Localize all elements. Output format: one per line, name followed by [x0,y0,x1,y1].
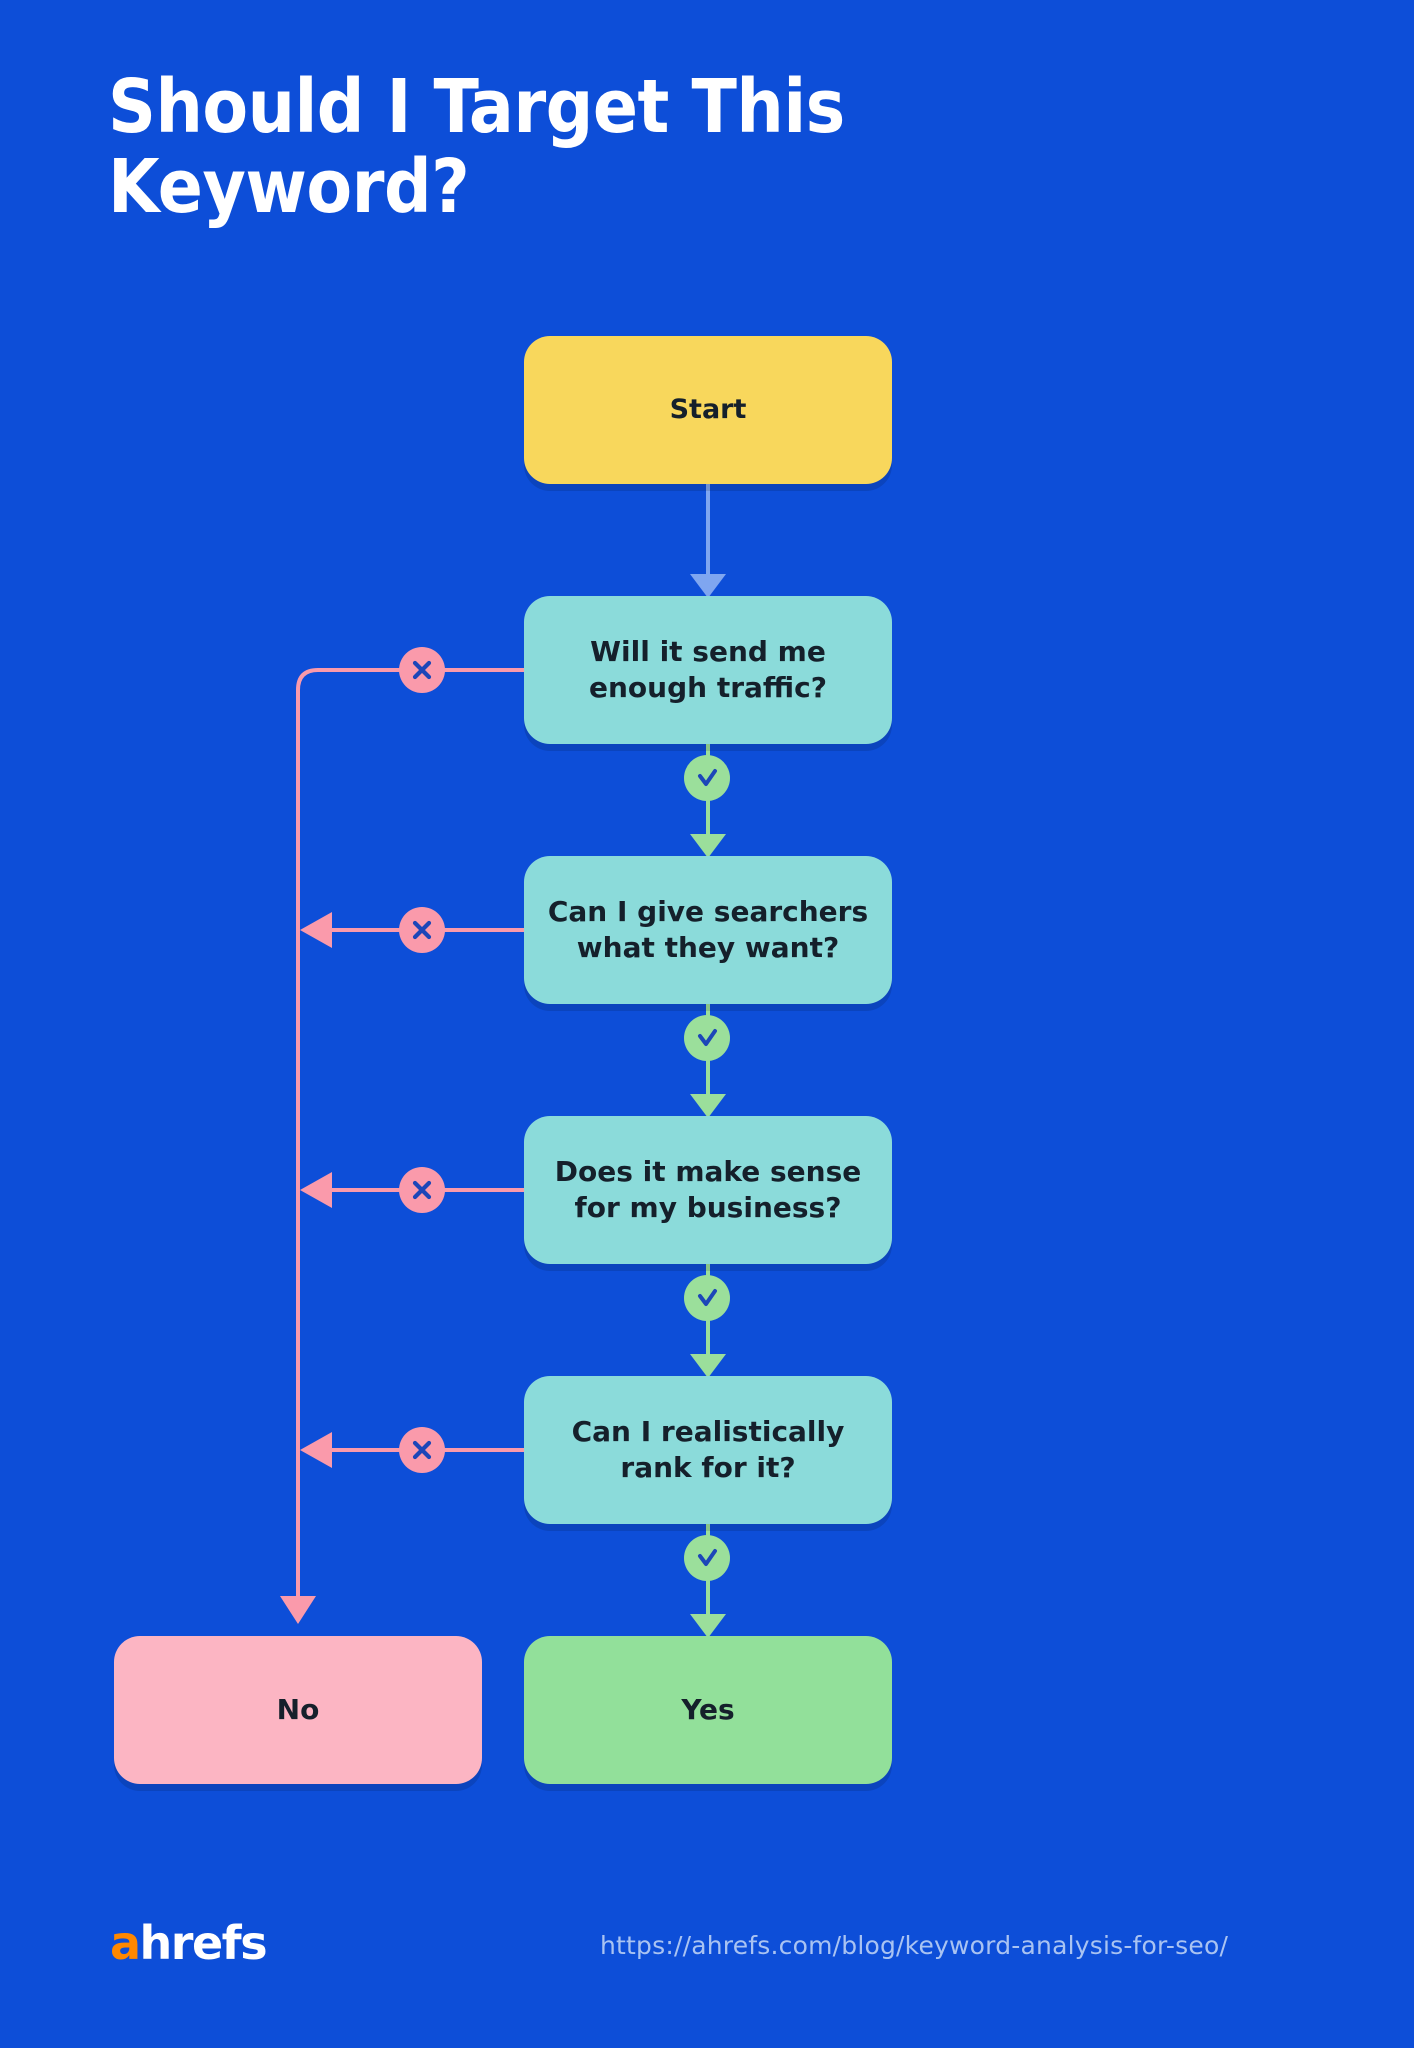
check-mark-icon [684,1535,730,1581]
node-decision-business[interactable]: Does it make sense for my business? [524,1116,892,1264]
check-mark-icon [684,1015,730,1061]
x-mark-icon [399,907,445,953]
logo-wordmark: hrefs [139,1916,268,1970]
check-mark-icon [684,755,730,801]
source-url[interactable]: https://ahrefs.com/blog/keyword-analysis… [600,1931,1229,1960]
node-outcome-no[interactable]: No [114,1636,482,1784]
node-outcome-yes[interactable]: Yes [524,1636,892,1784]
ahrefs-logo: ahrefs [110,1920,268,1966]
node-decision-ranking[interactable]: Can I realistically rank for it? [524,1376,892,1524]
x-mark-icon [399,1167,445,1213]
x-mark-icon [399,1427,445,1473]
node-decision-traffic[interactable]: Will it send me enough traffic? [524,596,892,744]
arrowhead-into-no-box [280,1596,316,1624]
page-title: Should I Target This Keyword? [108,64,845,230]
x-mark-icon [399,647,445,693]
node-decision-intent[interactable]: Can I give searchers what they want? [524,856,892,1004]
node-start[interactable]: Start [524,336,892,484]
check-mark-icon [684,1275,730,1321]
logo-accent-letter: a [110,1916,141,1970]
edge-start-to-d1 [690,484,726,598]
